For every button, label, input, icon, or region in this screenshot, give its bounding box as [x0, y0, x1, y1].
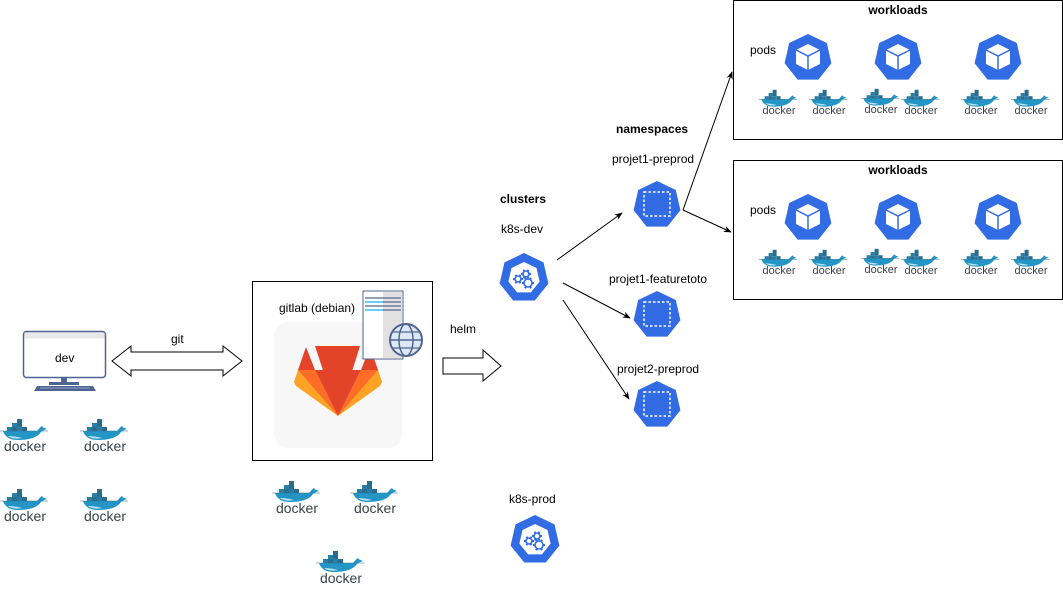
cluster-label-k8s-prod: k8s-prod: [509, 492, 556, 506]
docker-label: docker: [83, 438, 127, 454]
pods-label: pods: [750, 43, 777, 57]
docker-label: docker: [864, 104, 898, 116]
docker-icon: docker: [759, 89, 799, 119]
cluster-label-k8s-dev: k8s-dev: [501, 222, 544, 236]
docker-icon: docker: [809, 249, 849, 279]
kubernetes-pod-icon: [974, 34, 1022, 80]
docker-label: docker: [864, 264, 898, 276]
namespace-label-projet1-preprod: projet1-preprod: [612, 152, 695, 166]
kubernetes-pod-icon: [784, 194, 832, 240]
docker-label: docker: [3, 438, 47, 454]
edge-k8s-dev-to-projet1-preprod: [556, 212, 623, 261]
docker-icon: docker: [1011, 249, 1051, 279]
pod-node[interactable]: [974, 193, 1022, 244]
kubernetes-namespace-icon: [633, 381, 681, 427]
kubernetes-namespace-icon: [633, 181, 681, 227]
pod-node[interactable]: [874, 193, 922, 244]
docker-label: docker: [3, 508, 47, 524]
docker-icon: docker: [861, 88, 901, 118]
workloads-title: workloads: [868, 163, 928, 177]
workloads-box[interactable]: workloads pods docker docker docker dock…: [733, 0, 1063, 140]
docker-icon: docker: [0, 488, 50, 524]
cluster-node-k8s-prod[interactable]: [510, 514, 560, 567]
docker-icon: docker: [272, 480, 322, 516]
web-server-icon: [362, 290, 423, 360]
git-label: git: [171, 332, 184, 346]
namespaces-heading: namespaces: [616, 122, 689, 136]
docker-label: docker: [762, 105, 796, 117]
docker-label: docker: [964, 265, 998, 277]
docker-label: docker: [812, 265, 846, 277]
docker-label: docker: [1014, 105, 1048, 117]
docker-label: docker: [904, 105, 938, 117]
docker-icon: docker: [759, 249, 799, 279]
edge-projet1-preprod-to-workloads-1: [682, 71, 733, 211]
helm-arrow: [442, 348, 502, 383]
dev-workstation[interactable]: dev: [22, 330, 108, 392]
git-double-arrow: [111, 344, 243, 378]
monitor-icon: [22, 330, 107, 391]
docker-label: docker: [83, 508, 127, 524]
namespace-node-projet1-preprod[interactable]: [632, 181, 682, 230]
docker-label: docker: [762, 265, 796, 277]
docker-label: docker: [319, 570, 363, 586]
edge-k8s-dev-to-projet2-preprod: [562, 299, 630, 400]
cluster-node-k8s-dev[interactable]: [499, 252, 549, 305]
docker-icon: docker: [861, 248, 901, 278]
kubernetes-pod-icon: [974, 194, 1022, 240]
helm-label: helm: [450, 322, 477, 336]
docker-icon: docker: [1011, 89, 1051, 119]
kubernetes-cluster-icon: [499, 253, 549, 301]
gitlab-label: gitlab (debian): [279, 301, 356, 315]
docker-icon: docker: [0, 418, 50, 454]
docker-icon: docker: [901, 249, 941, 279]
docker-icon: docker: [961, 89, 1001, 119]
docker-label: docker: [812, 105, 846, 117]
docker-label: docker: [275, 500, 319, 516]
docker-icon: docker: [350, 480, 400, 516]
dev-label: dev: [55, 351, 75, 365]
gitlab-server-box[interactable]: gitlab (debian): [252, 281, 433, 461]
namespace-node-projet1-featuretoto[interactable]: [632, 291, 682, 340]
gitlab-logo-icon: [294, 346, 382, 416]
docker-icon: docker: [80, 418, 130, 454]
pod-node[interactable]: [974, 33, 1022, 84]
docker-label: docker: [964, 105, 998, 117]
docker-label: docker: [904, 265, 938, 277]
pod-node[interactable]: [874, 33, 922, 84]
pod-node[interactable]: [784, 33, 832, 84]
kubernetes-pod-icon: [874, 194, 922, 240]
pods-label: pods: [750, 203, 777, 217]
docker-icon: docker: [316, 550, 366, 586]
edge-projet1-preprod-to-workloads-2: [682, 209, 732, 233]
docker-label: docker: [353, 500, 397, 516]
edge-k8s-dev-to-projet1-featuretoto: [562, 282, 631, 319]
docker-label: docker: [1014, 265, 1048, 277]
kubernetes-pod-icon: [874, 34, 922, 80]
namespace-node-projet2-preprod[interactable]: [632, 381, 682, 430]
docker-icon: docker: [901, 89, 941, 119]
workloads-box[interactable]: workloads pods docker docker docker dock…: [733, 160, 1063, 300]
clusters-heading: clusters: [500, 192, 547, 206]
kubernetes-pod-icon: [784, 34, 832, 80]
docker-icon: docker: [961, 249, 1001, 279]
namespace-label-projet2-preprod: projet2-preprod: [617, 362, 700, 376]
kubernetes-namespace-icon: [633, 291, 681, 337]
namespace-label-projet1-featuretoto: projet1-featuretoto: [609, 272, 708, 286]
pod-node[interactable]: [784, 193, 832, 244]
docker-icon: docker: [809, 89, 849, 119]
kubernetes-cluster-icon: [510, 515, 560, 563]
workloads-title: workloads: [868, 3, 928, 17]
docker-icon: docker: [80, 488, 130, 524]
